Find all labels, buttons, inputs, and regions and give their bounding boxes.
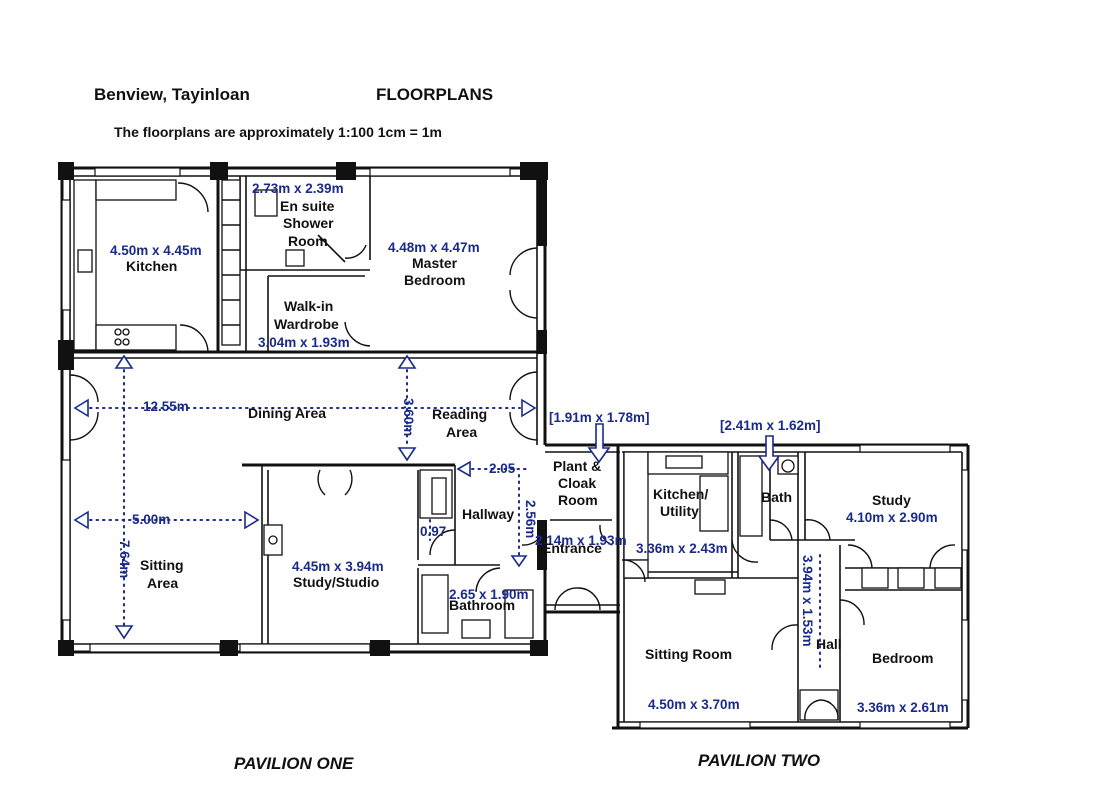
dimension-markers (73, 354, 821, 671)
ensuite-label-line2: Shower (283, 215, 334, 231)
study-label: Study (872, 492, 911, 508)
sitting-area-label-line2: Area (147, 575, 178, 591)
dining-length: 12.55m (143, 399, 189, 414)
kitchen-utility-size: 3.36m x 2.43m (636, 541, 728, 556)
bath-size: [2.41m x 1.62m] (720, 418, 821, 433)
plant-room-label-line1: Plant & (553, 458, 601, 474)
plant-room-label-line3: Room (558, 492, 598, 508)
hallway-cupboard: 0.97 (420, 524, 446, 539)
entrance-label: Entrance (542, 540, 602, 556)
dining-area-label: Dining Area (248, 405, 326, 421)
bedroom-size: 3.36m x 2.61m (857, 700, 949, 715)
link-walls (521, 443, 620, 614)
bedroom-label: Bedroom (872, 650, 933, 666)
wardrobe-size: 3.04m x 1.93m (258, 335, 350, 350)
pavilion-one-walls (58, 162, 548, 656)
ensuite-label-line3: Room (288, 233, 328, 249)
study-studio-label: Study/Studio (293, 574, 379, 590)
kitchen-utility-label-line1: Kitchen/ (653, 486, 708, 502)
ensuite-size: 2.73m x 2.39m (252, 181, 344, 196)
study-size: 4.10m x 2.90m (846, 510, 938, 525)
pavilion-one-doors (69, 182, 538, 593)
entrance-size: 2.14m x 1.93m (535, 533, 627, 548)
wardrobe-label-line1: Walk-in (284, 298, 333, 314)
master-bedroom-label-line2: Bedroom (404, 272, 465, 288)
hallway-label: Hallway (462, 506, 514, 522)
bathroom-size: 2.65 x 1.90m (449, 587, 529, 602)
sitting-width: 5.00m (132, 512, 170, 527)
pavilion-two-title: PAVILION TWO (698, 751, 820, 770)
reading-area-label-line1: Reading (432, 406, 487, 422)
sitting-room-label: Sitting Room (645, 646, 732, 662)
property-name: Benview, Tayinloan (94, 85, 250, 104)
reading-area-label-line2: Area (446, 424, 477, 440)
sitting-area-label-line1: Sitting (140, 557, 184, 573)
master-bedroom-label-line1: Master (412, 255, 458, 271)
hallway-length: 2.56m (523, 500, 538, 538)
wardrobe-label-line2: Wardrobe (274, 316, 339, 332)
study-studio-size: 4.45m x 3.94m (292, 559, 384, 574)
pavilion-one-title: PAVILION ONE (234, 754, 354, 773)
page-title: FLOORPLANS (376, 85, 493, 104)
kitchen-utility-label-line2: Utility (660, 503, 699, 519)
pavilion-two-walls (612, 443, 970, 730)
plant-room-label-line2: Cloak (558, 475, 596, 491)
reading-depth: 3.60m (401, 398, 416, 436)
ensuite-label-line1: En suite (280, 198, 335, 214)
kitchen-label: Kitchen (126, 258, 177, 274)
bathroom-label: Bathroom (449, 597, 515, 613)
hallway-width: 2.05 (489, 461, 516, 476)
sitting-room-size: 4.50m x 3.70m (648, 697, 740, 712)
pavilion-two-doors (621, 519, 956, 721)
bath-label: Bath (761, 489, 792, 505)
plant-room-size: [1.91m x 1.78m] (549, 410, 650, 425)
sitting-length: 7.64m (117, 540, 132, 578)
kitchen-size: 4.50m x 4.45m (110, 243, 202, 258)
hall-label: Hall (816, 636, 842, 652)
hall-size: 3.94m x 1.53m (800, 555, 815, 647)
master-bedroom-size: 4.48m x 4.47m (388, 240, 480, 255)
scale-note: The floorplans are approximately 1:100 1… (114, 124, 442, 140)
